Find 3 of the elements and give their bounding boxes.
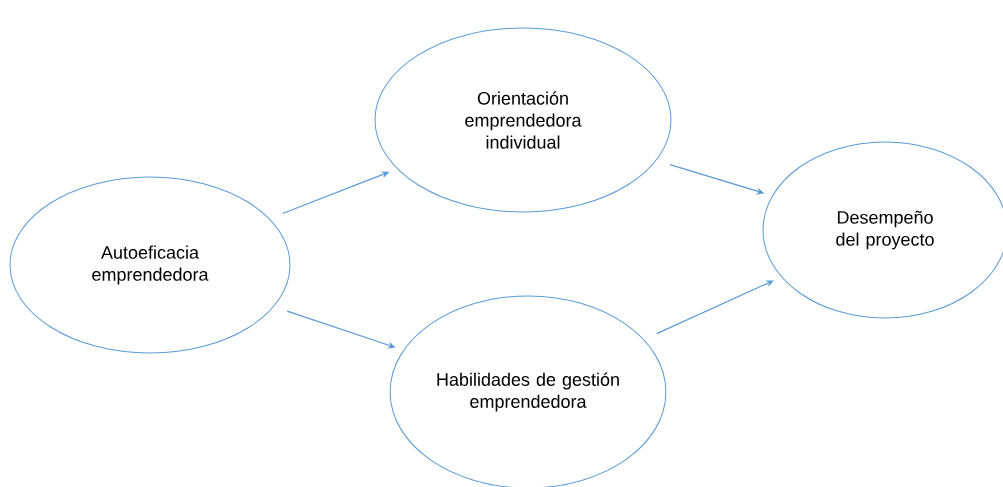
- ellipse-node: Autoeficacia emprendedora: [9, 176, 291, 354]
- ellipse-node: Orientación emprendedora individual: [374, 27, 672, 213]
- arrow: [656, 280, 774, 335]
